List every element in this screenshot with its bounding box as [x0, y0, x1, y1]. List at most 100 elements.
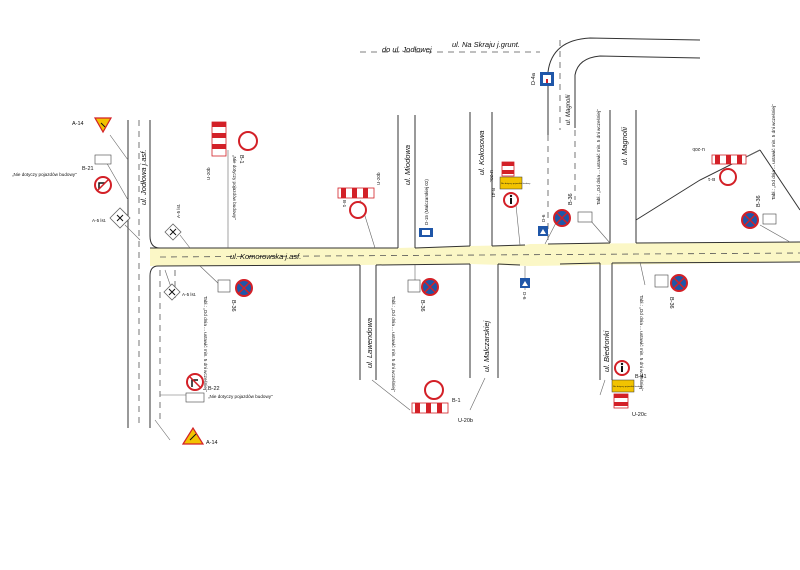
miodowa-edges — [397, 115, 416, 248]
b22-label: B-22 — [208, 386, 220, 392]
u20b-top-label: U-20b — [206, 167, 211, 180]
b1-mid-circle-icon — [349, 201, 367, 219]
magnolii-north-curve — [547, 37, 701, 135]
b41-top-label: B-41 — [491, 188, 496, 198]
b1-right-circle-icon — [719, 168, 737, 186]
a14-bottom-label: A-14 — [206, 440, 218, 446]
plate-top-text: Nie dotyczy pojazdów budowy — [501, 182, 531, 185]
b36-3-note: Tabl.: „Od dnia ... ustawić min. 5 dni w… — [391, 296, 396, 392]
sign-a5-lower: A-5 lst. — [163, 283, 196, 301]
b36-3-label: B-36 — [419, 300, 425, 312]
kokosowa-edges — [469, 112, 493, 246]
sign-a5-mid: A-5 lst. — [164, 204, 182, 241]
u20c-bottom-label: U-20c — [632, 412, 647, 418]
u20c-bottom-barrier-icon — [613, 393, 629, 409]
sign-b41-u20c-bottom: Nie dotyczy pojazdów budowy B-41 U-20c — [611, 360, 647, 418]
d6-top-label: D-6 — [541, 214, 546, 222]
sign-b36-1: B-36 Tabl.: „Od dnia ... ustawić min. 5 … — [553, 109, 601, 227]
sign-b1-u20b-bottom: B-1 U-20b — [411, 380, 473, 424]
leader-lines — [104, 134, 791, 441]
magnolii-mid-edges — [609, 110, 637, 243]
plate-bottom-icon — [611, 379, 635, 393]
b22-plate — [185, 392, 205, 403]
b41-bottom-label: B-41 — [635, 374, 647, 380]
na-skraju-dashed — [360, 40, 561, 130]
plate-top-icon — [499, 176, 523, 190]
b36-1-note: Tabl.: „Od dnia ... ustawić min. 5 dni w… — [596, 109, 601, 205]
d6-bottom-label: D-6 — [522, 292, 527, 300]
b36-2-label: B-36 — [230, 300, 236, 312]
b36-1-label: B-36 — [568, 193, 574, 205]
b1-mid-label: B-1 — [342, 200, 347, 208]
komorowska-north-edge — [150, 241, 800, 249]
b22-note: „Nie dotyczy pojazdów budowy" — [208, 394, 273, 399]
jodlowa-east-edge-south — [149, 265, 159, 428]
sign-b36-2: B-36 Tabl.: „Od dnia ... ustawić min. 5 … — [203, 279, 253, 392]
street-komorowska: ul. Komorowska j.asf. — [230, 252, 301, 261]
street-lawendowa: ul. Lawendowa — [365, 318, 374, 368]
street-labels: ul. Jodłowa j.asf. ul. Komorowska j.asf.… — [139, 40, 629, 372]
biedronki-edges — [599, 263, 613, 380]
u20b-bottom-label: U-20b — [458, 418, 473, 424]
a14-top-label: A-14 — [72, 121, 84, 127]
b36-right-plate — [762, 213, 777, 225]
d15-label: D-15 (Malczarskiej 02) — [424, 179, 429, 225]
u20b-top-barrier-icon — [211, 121, 227, 157]
sign-u20c-b41-top: Nie dotyczy pojazdów budowy U-20c B-41 — [489, 161, 531, 208]
sign-b21: B-21 „Nie dotyczy pojazdów budowy" — [12, 154, 112, 194]
b1-bottom-label: B-1 — [452, 398, 461, 404]
b1-top-label: B-1 — [238, 155, 244, 164]
d4a-label: D-4a — [531, 72, 537, 85]
a5-mid-label: A-5 lst. — [176, 204, 181, 218]
komorowska-south-edge — [157, 261, 800, 267]
signs: D-4a A-14 B-21 „Nie dotyczy pojazdów bud… — [12, 72, 777, 446]
sign-a5-top-left: A-5 lst. — [92, 207, 131, 229]
u20b-mid-label: U-20b — [376, 172, 381, 185]
b36-right-note: Tabl.: „Od dnia ... ustawić min. 5 dni w… — [771, 104, 776, 200]
sign-a14-top: A-14 — [72, 117, 113, 134]
street-miodowa: ul. Miodowa — [403, 145, 412, 185]
b1-top-note: „Nie dotyczy pojazdów budowy" — [232, 155, 237, 220]
street-malczarskiej: ul. Malczarskiej — [482, 320, 491, 372]
a5-lower-label: A-5 lst. — [182, 292, 196, 297]
lawendowa-edges — [359, 265, 377, 380]
sign-b36-3: B-36 Tabl.: „Od dnia ... ustawić min. 5 … — [391, 278, 439, 392]
b36-right-label: B-36 — [756, 195, 762, 207]
sign-d15: D-15 (Malczarskiej 02) — [419, 179, 433, 237]
street-na-skraju: ul. Na Skraju j.grunt. — [452, 40, 520, 49]
plate-bottom-text: Nie dotyczy pojazdów budowy — [613, 385, 643, 388]
street-magnolii-2: ul. Magnolii — [620, 127, 629, 165]
street-do-jodlowej: do ul. Jodłowej — [382, 45, 432, 54]
sign-d6-top: D-6 — [538, 214, 548, 236]
magnolii-mid-dashed — [547, 130, 576, 244]
b1-right-label: B-1 — [707, 177, 715, 182]
b36-4-plate — [654, 274, 669, 288]
sign-b22: B-22 „Nie dotyczy pojazdów budowy" — [185, 373, 273, 403]
b36-1-plate — [577, 211, 593, 223]
sign-u20b-b1-right: U-20b B-1 — [692, 147, 747, 186]
street-kokosowa: ul. Kokosowa — [477, 130, 486, 175]
b21-note: „Nie dotyczy pojazdów budowy" — [12, 172, 77, 177]
u20c-top-barrier-icon — [501, 161, 515, 177]
sign-u20b-b1-mid: U-20b B-1 — [337, 172, 381, 219]
u20c-top-label: U-20c — [489, 170, 494, 183]
sign-u20b-b1-top: U-20b B-1 „Nie dotyczy pojazdów budowy" — [206, 121, 258, 220]
u20b-mid-barrier-icon — [337, 187, 375, 199]
sign-b36-4: B-36 Tabl.: „Od dnia ... ustawić min. 5 … — [639, 274, 688, 391]
jodlowa-east-edge-north — [149, 120, 161, 249]
sign-d6-bottom: D-6 — [520, 278, 530, 300]
a5-top-left-label: A-5 lst. — [92, 218, 106, 223]
b1-top-circle-icon — [238, 131, 258, 151]
street-magnolii-1: ul. Magnolii — [566, 94, 572, 125]
road-network — [127, 37, 800, 428]
u20b-right-label: U-20b — [692, 147, 705, 152]
u20b-bottom-barrier-icon — [411, 402, 449, 414]
b21-label: B-21 — [82, 166, 94, 172]
malczarskiej-edges — [469, 264, 499, 378]
b21-plate — [94, 154, 112, 165]
street-biedronki: ul. Biedronki — [602, 330, 611, 372]
a14-bottom-triangle-icon — [181, 426, 205, 445]
street-jodlowa: ul. Jodłowa j.asf. — [139, 150, 148, 205]
